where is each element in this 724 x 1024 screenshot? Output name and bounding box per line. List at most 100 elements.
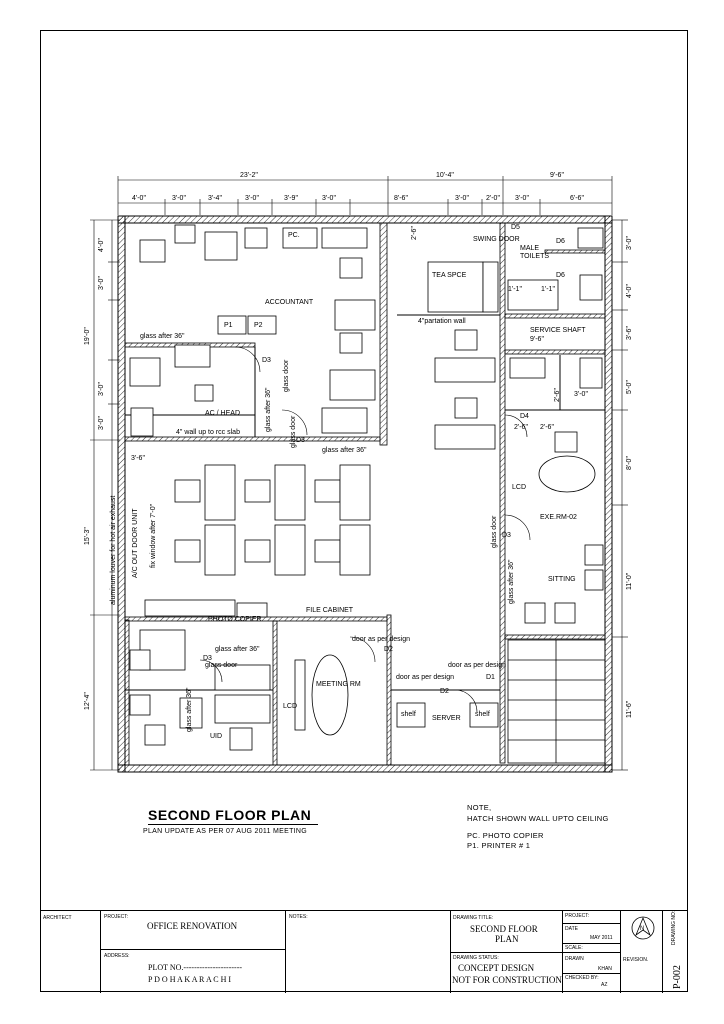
status-line-2: NOT FOR CONSTRUCTION — [452, 975, 562, 985]
north-arrow-icon — [631, 916, 655, 940]
dim-right: 5'-0" — [626, 380, 633, 394]
room-label-file-cabinet: FILE CABINET — [306, 607, 354, 614]
dim-right: 3'-6" — [626, 326, 633, 340]
annotation-door-tag: D4 — [520, 413, 529, 420]
room-label-pc: PC. — [288, 232, 300, 239]
room-label-exe-rm: EXE.RM-02 — [540, 514, 577, 521]
drawing-title-1: SECOND FLOOR — [470, 924, 538, 934]
dim-left: 15'-3" — [84, 527, 91, 545]
dim-right: 11'-0" — [626, 572, 633, 590]
date-label: DATE — [565, 926, 578, 932]
room-label-male-toilets: MALE TOILETS — [520, 245, 550, 260]
annotation-door-design: door as per design — [396, 674, 454, 681]
address-line-2: P D O H A K A R A C H I — [148, 975, 232, 984]
annotation-door-design: door as per design — [448, 662, 506, 669]
scale-label: SCALE: — [565, 945, 583, 951]
note-legend: PC. PHOTO COPIER — [467, 831, 544, 840]
dim-right: 8'-0" — [626, 456, 633, 470]
dim-left: 4'-0" — [98, 238, 105, 252]
room-label-uid: UID — [210, 733, 223, 740]
room-label-accountant: ACCOUNTANT — [265, 299, 314, 306]
dim-left: 12'-4" — [84, 692, 91, 710]
staircase — [507, 639, 606, 764]
dim-top-minor: 3'-9" — [284, 195, 298, 202]
left-dimension-lines — [90, 219, 120, 771]
dim-top-minor: 3'-0" — [515, 195, 529, 202]
drawing-no: P-002 — [672, 965, 683, 989]
annotation-glass-door: glass door — [205, 662, 238, 669]
inner-walls — [124, 222, 606, 766]
note-legend: P1. PRINTER # 1 — [467, 841, 531, 850]
room-label-ac-head: AC / HEAD — [205, 410, 241, 417]
annotation-dim: 2'-6" — [540, 424, 554, 431]
annotation-swing-door: SWING DOOR — [473, 236, 520, 243]
annotation-glass-door: glass door — [491, 515, 498, 548]
dim-top-minor: 6'-6" — [570, 195, 584, 202]
annotation-dim: 3'-6" — [131, 455, 145, 462]
tb-hline — [450, 952, 562, 953]
dim-top-minor: 3'-0" — [245, 195, 259, 202]
notes-label: NOTES: — [289, 914, 308, 920]
dim-top-minor: 3'-0" — [172, 195, 186, 202]
checked-value: AZ — [601, 982, 608, 988]
room-label-lcd: LCD — [283, 703, 298, 710]
dim-top-major-2: 10'-4" — [436, 172, 454, 179]
dim-left: 3'-0" — [98, 382, 105, 396]
drawing-title-label: DRAWING TITLE: — [453, 915, 494, 921]
annotation-fix-window: fix window after 7'-0" — [150, 503, 157, 568]
annotation-glass-after: glass after 36" — [265, 387, 272, 432]
annotation-door-tag: D3 — [502, 532, 511, 539]
tb-hline — [562, 952, 620, 953]
annotation-partition-wall: 4"partation wall — [418, 318, 466, 325]
annotation-door-tag: D3 — [296, 437, 305, 444]
address-line-1: PLOT NO.---------------------- — [148, 963, 243, 972]
drawing-no-label: DRAWING NO: — [671, 910, 677, 945]
room-label-service-shaft: SERVICE SHAFT — [530, 327, 586, 334]
dim-top-minor: 2'-0" — [486, 195, 500, 202]
room-label-shelf: shelf — [401, 711, 416, 718]
dim-right: 4'-0" — [626, 284, 633, 298]
dim-top-minor: 8'-6" — [394, 195, 408, 202]
dim-top-major-1: 23'-2" — [240, 172, 258, 179]
dim-left: 3'-0" — [98, 276, 105, 290]
annotation-door-tag: D6 — [556, 238, 565, 245]
annotation-dim: 1'-1" — [541, 286, 555, 293]
annotation-glass-after: glass after 36" — [322, 447, 367, 454]
annotation-door-tag: D2 — [440, 688, 449, 695]
door-swings — [199, 346, 531, 713]
room-label-server: SERVER — [432, 715, 461, 722]
drawing-status-label: DRAWING STATUS: — [453, 955, 499, 961]
dim-left: 3'-0" — [98, 416, 105, 430]
annotation-ac-out-door: A/C OUT DOOR UNIT — [132, 508, 139, 578]
annotation-door-tag: D3 — [203, 655, 212, 662]
plan-title-underline — [148, 824, 318, 825]
annotation-glass-after: glass after 36" — [508, 559, 515, 604]
annotation-door-tag: D1 — [486, 674, 495, 681]
status-line-1: CONCEPT DESIGN — [458, 963, 535, 973]
room-label-shelf: shelf — [475, 711, 490, 718]
room-label-lcd: LCD — [512, 484, 527, 491]
plan-subtitle: PLAN UPDATE AS PER 07 AUG 2011 MEETING — [143, 828, 308, 835]
checked-label: CHECKED BY: — [565, 975, 599, 981]
title-block: ARCHITECT PROJECT: OFFICE RENOVATION ADD… — [40, 910, 688, 993]
tb-hline — [100, 949, 285, 950]
annotation-dim: 9'-6" — [530, 336, 544, 343]
dim-top-minor: 4'-0" — [132, 195, 146, 202]
dim-top-minor: 3'-0" — [322, 195, 336, 202]
room-label-p1: P1 — [224, 322, 233, 329]
north-label: N — [640, 926, 645, 932]
room-label-sitting: SITTING — [548, 576, 576, 583]
project-value: OFFICE RENOVATION — [147, 921, 238, 931]
plain-partitions — [125, 314, 605, 691]
annotation-glass-door: glass door — [290, 415, 297, 448]
annotation-door-tag: D2 — [384, 646, 393, 653]
top-dimension-lines — [117, 176, 613, 215]
annotation-glass-after: glass after 36" — [140, 333, 185, 340]
drawing-sheet-border — [40, 30, 688, 992]
project-label: PROJECT: — [104, 914, 129, 920]
annotation-wall-rcc: 4" wall up to rcc slab — [176, 429, 240, 436]
outer-walls — [117, 215, 613, 773]
project-no-label: PROJECT: — [565, 913, 590, 919]
tb-divider — [100, 911, 101, 993]
drawn-label: DRAWN — [565, 956, 584, 962]
